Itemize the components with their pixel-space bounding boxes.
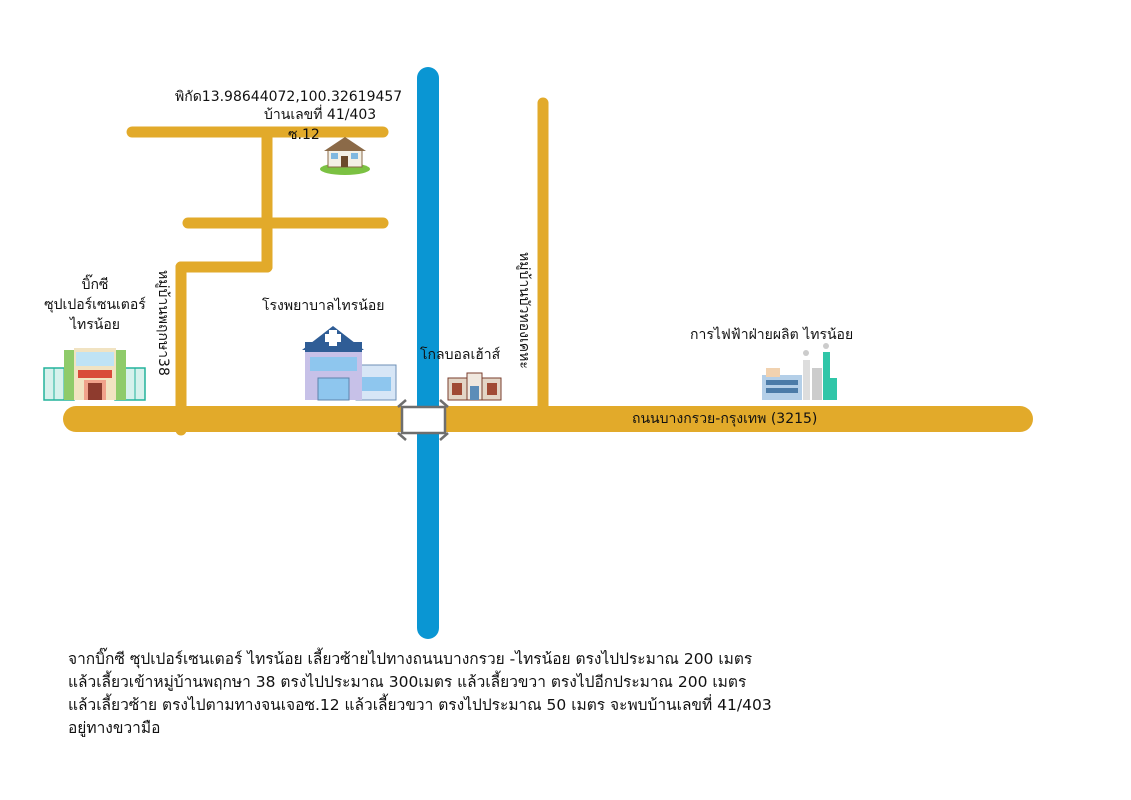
soi-label: ซ.12 (288, 127, 320, 143)
bridge-icon (397, 399, 449, 441)
village-road-left-label: หมู่บ้านพฤกษา38 (155, 270, 171, 376)
hospital-label: โรงพยาบาลไทรน้อย (262, 298, 385, 314)
supermarket-building-icon (43, 348, 146, 401)
store-label: โกลบอลเฮ้าส์ (420, 347, 501, 363)
directions-line-1: จากบิ๊กซี ซุปเปอร์เซนเตอร์ ไทรน้อย เลี้ย… (68, 650, 753, 668)
bigc-label-line3: ไทรน้อย (70, 317, 120, 333)
directions-line-3: แล้วเลี้ยวซ้าย ตรงไปตามทางจนเจอซ.12 แล้ว… (68, 696, 772, 714)
bigc-label-line2: ซุปเปอร์เซนเตอร์ (44, 297, 146, 313)
village-road-right-label: หมู่บ้านบัวทองเคหะ (516, 252, 532, 369)
bigc-label-line1: บิ๊กซี (81, 277, 109, 293)
store-building-icon (447, 372, 502, 401)
coordinates-label: พิกัด13.98644072,100.32619457 (175, 89, 403, 105)
power-authority-label: การไฟฟ้าฝ่ายผลิต ไทรน้อย (690, 327, 854, 343)
main-road-label: ถนนบางกรวย-กรุงเทพ (3215) (632, 411, 818, 427)
house-icon (320, 137, 370, 175)
directions-line-2: แล้วเลี้ยวเข้าหมู่บ้านพฤกษา 38 ตรงไปประม… (68, 673, 747, 691)
directions-line-4: อยู่ทางขวามือ (68, 719, 161, 737)
hospital-building-icon (302, 326, 397, 401)
house-number-label: บ้านเลขที่ 41/403 (264, 107, 377, 123)
directions-text: จากบิ๊กซี ซุปเปอร์เซนเตอร์ ไทรน้อย เลี้ย… (68, 648, 908, 740)
power-plant-icon (762, 343, 837, 400)
